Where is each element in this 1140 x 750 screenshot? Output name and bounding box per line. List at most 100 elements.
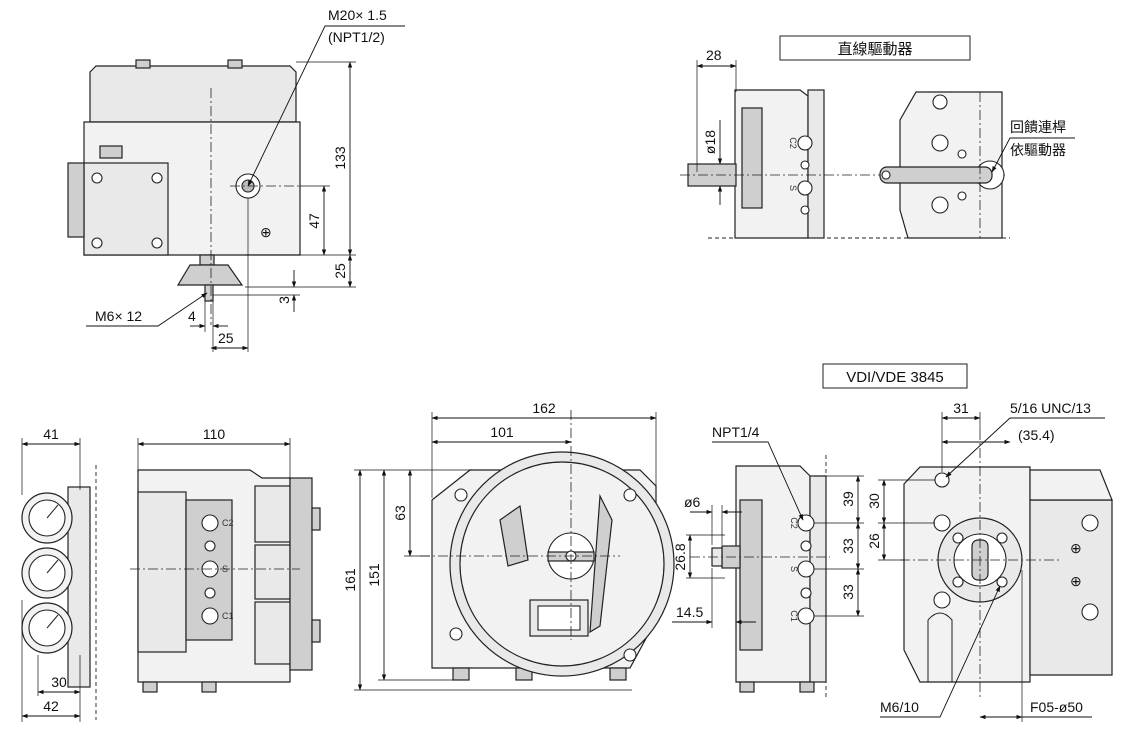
npt-14-label: NPT1/4	[712, 424, 760, 440]
gauge-view: 41 30 42	[21, 426, 97, 722]
pressure-gauge-icon	[21, 602, 73, 654]
front-window-left	[499, 504, 529, 567]
lever-pin-icon	[881, 170, 891, 180]
port-icon	[800, 587, 812, 599]
dim-28: 28	[706, 47, 722, 63]
small-hole-icon	[952, 532, 964, 544]
manifold-flange	[741, 107, 763, 209]
linear-actuator-view: 直線驅動器 C2 S 28 ø18 回饋連桿 依驅動器	[680, 35, 1075, 239]
screw-icon	[91, 237, 103, 249]
mount-hole-icon	[932, 94, 948, 110]
dim-14-5: 14.5	[676, 604, 703, 620]
plus-mark-icon: ⊕	[260, 224, 272, 240]
foot	[142, 681, 158, 693]
top-cover	[89, 65, 297, 123]
pressure-gauge-icon	[21, 547, 73, 599]
foot	[609, 667, 627, 681]
dim-162: 162	[532, 400, 556, 416]
side-block	[67, 162, 85, 238]
feedback-lever	[879, 166, 993, 184]
port-c1-icon	[797, 607, 815, 625]
dim-161: 161	[342, 568, 358, 592]
dim-41: 41	[43, 426, 59, 442]
height-133-dim: 133	[332, 146, 348, 170]
dim-31: 31	[953, 400, 969, 416]
side-cover	[137, 491, 187, 653]
side-view: C2 S C1 110	[130, 426, 321, 693]
side-rear-pin	[311, 507, 321, 531]
conduit-thread-label: M20× 1.5	[328, 7, 387, 23]
port-mark-s: S	[789, 566, 799, 572]
corner-screw-icon	[454, 488, 468, 502]
mount-hole-icon	[1081, 514, 1099, 532]
port-icon	[204, 540, 216, 552]
manifold-edge	[807, 89, 825, 239]
shaft-thread-label: M6× 12	[95, 308, 142, 324]
side-rear-pin	[311, 619, 321, 643]
vdi-view: VDI/VDE 3845 ⊕ ⊕ 31 5/16 UNC/13 (35.4)	[822, 363, 1113, 722]
top-cover-tab-right	[227, 59, 243, 69]
top-view: ⊕ M20× 1.5 (NPT1/2) 133 47 25 3 M6× 12	[67, 7, 405, 352]
mount-hole-icon	[1081, 603, 1099, 621]
small-hole-icon	[957, 149, 967, 159]
port-icon	[800, 160, 810, 170]
port-c2-icon	[797, 514, 815, 532]
port-mark-c2: C2	[789, 517, 799, 529]
small-hole-icon	[952, 576, 964, 588]
dim-63: 63	[392, 505, 408, 521]
feedback-link-label-line2: 依驅動器	[1010, 142, 1066, 158]
port-c1-icon	[201, 607, 219, 625]
height-3-dim: 3	[276, 296, 292, 304]
corner-screw-icon	[623, 648, 637, 662]
m6-10-label: M6/10	[880, 699, 919, 715]
height-25-dim: 25	[332, 263, 348, 279]
corner-screw-icon	[623, 488, 637, 502]
side-rear-cap	[289, 477, 313, 671]
front-view: 162 101 63 161 151	[342, 400, 675, 691]
gauge-dim-30: 30	[51, 674, 67, 690]
mount-hole-icon	[931, 134, 949, 152]
dim-33-lower: 33	[840, 584, 856, 600]
port-mark-s: S	[788, 185, 798, 191]
pressure-gauge-icon	[21, 492, 73, 544]
dia-18: ø18	[702, 130, 718, 154]
foot	[799, 681, 815, 693]
foot	[452, 667, 470, 681]
side-block-bottom	[254, 601, 291, 665]
dim-26-8: 26.8	[672, 543, 688, 570]
small-hole-icon	[996, 532, 1008, 544]
dim-101: 101	[490, 424, 514, 440]
port-body-edge	[809, 475, 827, 683]
linear-title: 直線驅動器	[837, 41, 912, 58]
small-hole-icon	[957, 191, 967, 201]
port-icon	[800, 205, 810, 215]
mounting-cone	[176, 264, 244, 286]
foot	[201, 681, 217, 693]
dim-26: 26	[866, 533, 882, 549]
shaft-coupling	[199, 254, 215, 266]
corner-screw-icon	[449, 627, 463, 641]
port-s-icon	[797, 180, 813, 196]
port-mark-c2: C2	[222, 518, 234, 528]
port-c2-icon	[797, 135, 813, 151]
conduit-npt-label: (NPT1/2)	[328, 29, 385, 45]
mount-hole-icon	[933, 514, 951, 532]
port-c2-icon	[201, 514, 219, 532]
f05-label: F05-ø50	[1030, 699, 1083, 715]
port-mark-c1: C1	[222, 611, 234, 621]
dim-110: 110	[203, 426, 226, 442]
dia-6: ø6	[684, 494, 701, 510]
plus-mark-icon: ⊕	[1070, 540, 1082, 556]
plus-mark-icon: ⊕	[1070, 573, 1082, 589]
screw-icon	[151, 237, 163, 249]
screw-icon	[91, 172, 103, 184]
vdi-title-box	[822, 363, 968, 389]
port-icon	[204, 587, 216, 599]
mount-hole-icon	[933, 591, 951, 609]
dim-42: 42	[43, 698, 59, 714]
port-flange	[739, 499, 763, 651]
vdi-bottom-recess	[927, 612, 953, 682]
port-mark-c1: C1	[789, 610, 799, 622]
dim-39: 39	[840, 491, 856, 507]
